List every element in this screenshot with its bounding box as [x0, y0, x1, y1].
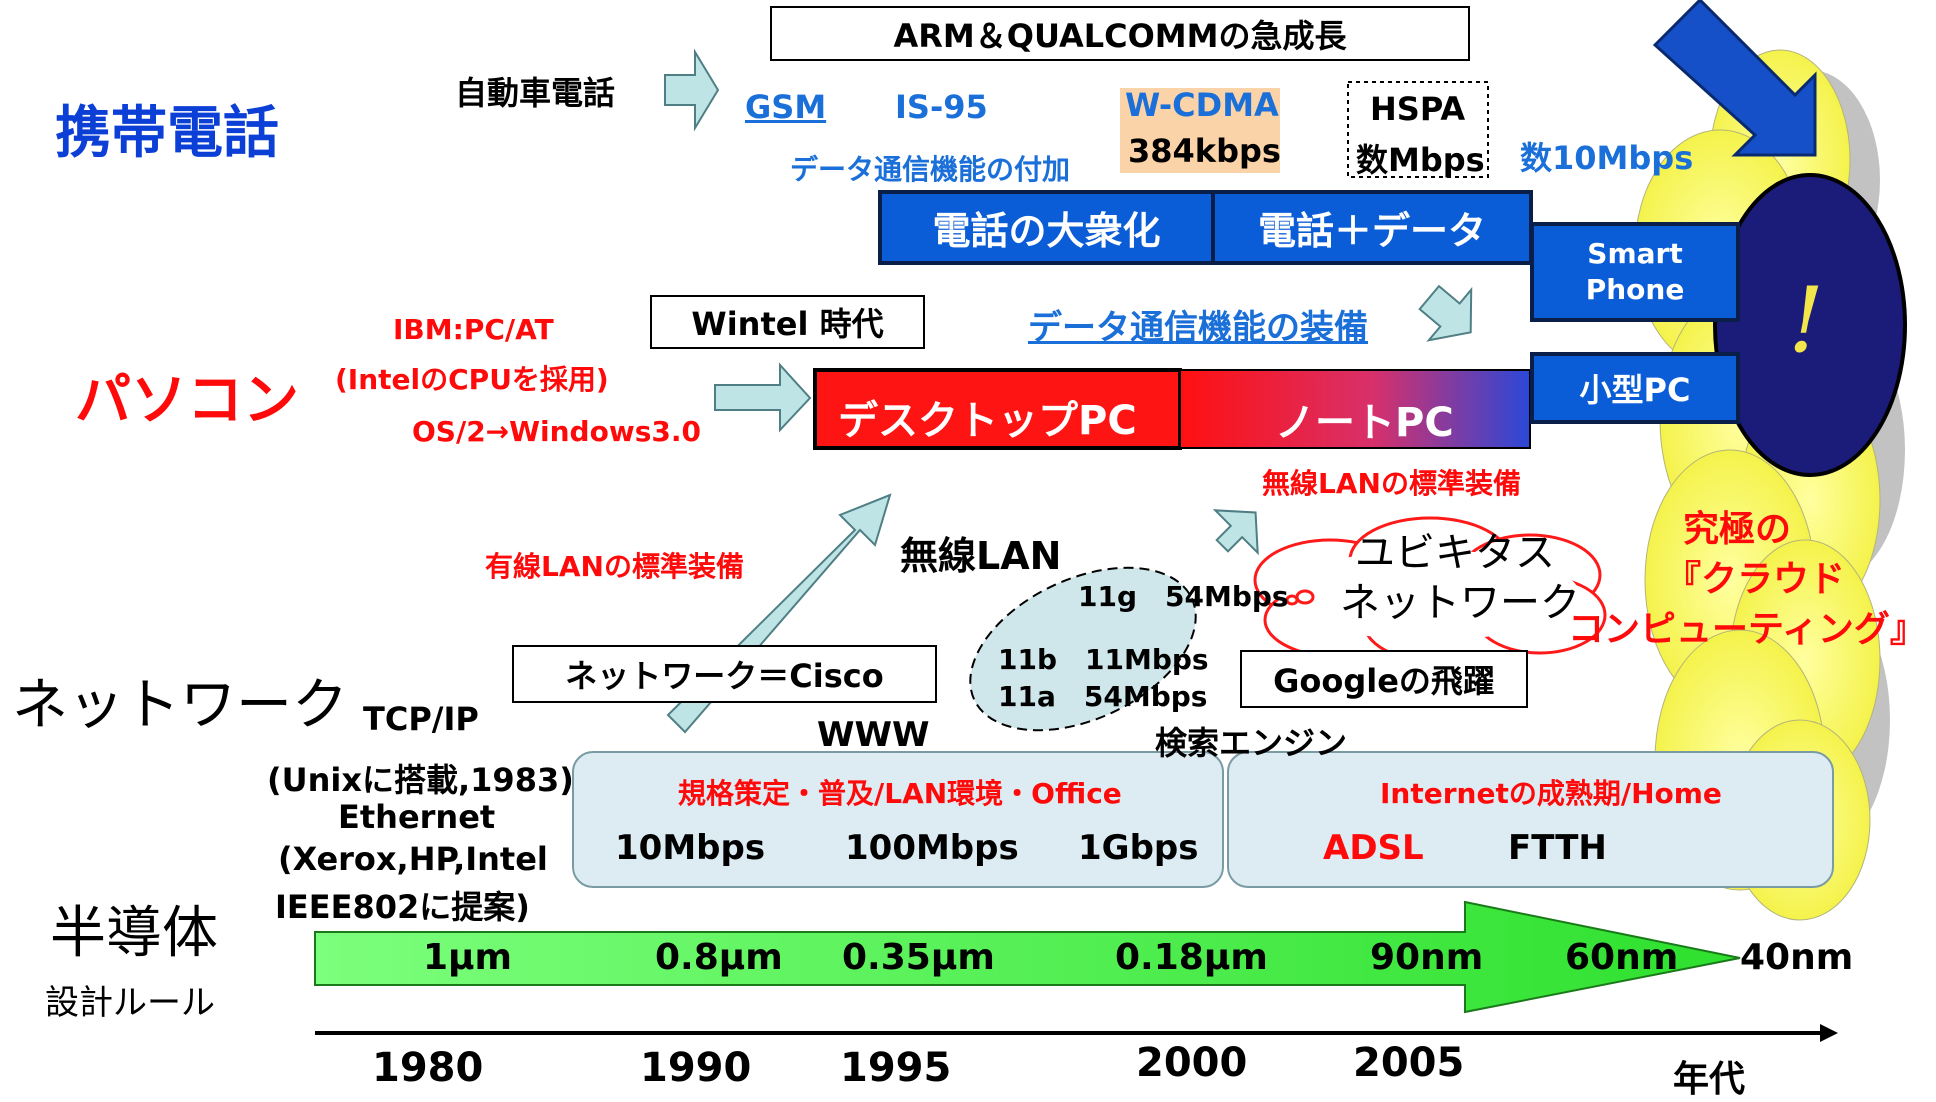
ubiquitous-label-2: ネットワーク: [1340, 580, 1580, 626]
row-label-design-rule: 設計ルール: [45, 983, 215, 1023]
year-1990: 1990: [640, 1045, 752, 1091]
smartphone-box: Smart Phone: [1530, 222, 1740, 322]
era-home-title: Internetの成熟期/Home: [1380, 777, 1722, 810]
era-home-ftth: FTTH: [1508, 828, 1607, 868]
era-home-adsl: ADSL: [1323, 828, 1424, 868]
year-2005: 2005: [1353, 1040, 1465, 1086]
wintel-label: Wintel 時代: [691, 305, 884, 343]
phone-data-bar: 電話＋データ: [1211, 190, 1533, 265]
era-box-office: [572, 751, 1224, 888]
hspa-label: HSPA: [1370, 90, 1466, 128]
rule-1um: 1μm: [423, 937, 513, 978]
rule-40nm: 40nm: [1740, 937, 1854, 978]
ibm-label: IBM:PC/AT: [393, 313, 554, 346]
small-pc-box: 小型PC: [1530, 352, 1740, 424]
wifi-11a-label: 11a 54Mbps: [998, 680, 1208, 713]
exclamation-mark: !: [1788, 268, 1825, 373]
rule-0.8um: 0.8μm: [655, 937, 783, 978]
era-office-speed-100: 100Mbps: [845, 828, 1019, 868]
cloud-label-3: コンピューティング』: [1568, 609, 1926, 650]
cloud-core-oval: [1713, 173, 1907, 477]
hspa-box: [1347, 81, 1489, 178]
year-1980: 1980: [372, 1045, 484, 1091]
rule-60nm: 60nm: [1565, 937, 1679, 978]
arrow-wireless-to-note: [1212, 509, 1259, 556]
car-phone-label: 自動車電話: [455, 74, 616, 112]
search-engine-label: 検索エンジン: [1155, 724, 1348, 762]
ieee-label: IEEE802に提案): [275, 888, 530, 926]
small-pc-label: 小型PC: [1579, 371, 1691, 409]
rule-90nm: 90nm: [1370, 937, 1484, 978]
wireless-lan-label: 無線LAN: [900, 534, 1062, 578]
row-label-mobile: 携帯電話: [55, 101, 279, 166]
arrow-os-to-desktop: [714, 362, 812, 433]
wintel-box: Wintel 時代: [650, 295, 925, 349]
era-box-home: [1227, 751, 1834, 888]
wcdma-label: W-CDMA: [1125, 86, 1279, 124]
xerox-label: (Xerox,HP,Intel: [278, 840, 548, 878]
google-box: Googleの飛躍: [1240, 650, 1528, 708]
note-pc-label: ノートPC: [1275, 400, 1454, 446]
incoming-arrow: [1652, 0, 1817, 157]
intel-cpu-label: (IntelのCPUを採用): [335, 363, 609, 396]
phone-data-label: 電話＋データ: [1257, 209, 1486, 253]
desktop-pc-label: デスクトップPC: [838, 398, 1137, 444]
cisco-label: ネットワーク＝Cisco: [565, 657, 884, 695]
hspa-speed-label: 数Mbps: [1356, 141, 1485, 179]
smartphone-label-2: Phone: [1585, 273, 1685, 306]
speed-10mbps-label: 数10Mbps: [1520, 139, 1694, 177]
year-2000: 2000: [1136, 1040, 1248, 1086]
rule-0.35um: 0.35μm: [842, 937, 995, 978]
google-label: Googleの飛躍: [1273, 662, 1495, 700]
smartphone-label-1: Smart: [1587, 237, 1683, 270]
arm-qualcomm-label: ARM＆QUALCOMMの急成長: [893, 16, 1347, 55]
unix-label: (Unixに搭載,1983): [267, 761, 574, 799]
year-1995: 1995: [840, 1045, 952, 1091]
wcdma-box: [1120, 88, 1280, 173]
row-label-network: ネットワーク: [12, 673, 348, 738]
cisco-box: ネットワーク＝Cisco: [512, 645, 937, 703]
wired-lan-label: 有線LANの標準装備: [485, 550, 744, 583]
ubiquitous-cloud: [1253, 516, 1607, 667]
www-label: WWW: [817, 715, 930, 755]
cloud-label-2: 『クラウド: [1665, 559, 1846, 600]
year-unit-label: 年代: [1673, 1059, 1746, 1100]
semiconductor-arrow: [314, 900, 1741, 1014]
wireless-lan-ellipse: [969, 566, 1197, 732]
cloud-label-1: 究極の: [1683, 509, 1792, 550]
note-pc-bar: [1179, 369, 1531, 449]
desktop-pc-bar: [813, 368, 1182, 450]
row-label-semiconductor: 半導体: [50, 901, 218, 966]
wifi-11g-label: 11g 54Mbps: [1078, 580, 1289, 613]
gsm-label: GSM: [745, 88, 827, 126]
era-office-speed-1g: 1Gbps: [1078, 828, 1199, 868]
data-equip-label: データ通信機能の装備: [1028, 308, 1368, 348]
row-label-pc: パソコン: [75, 368, 299, 433]
data-add-label: データ通信機能の付加: [790, 153, 1071, 186]
wifi-11b-label: 11b 11Mbps: [998, 643, 1209, 676]
ubiquitous-label-1: ユビキタス: [1355, 530, 1555, 576]
is95-label: IS-95: [895, 88, 988, 126]
os-label: OS/2→Windows3.0: [412, 415, 701, 448]
mass-phone-bar: 電話の大衆化: [878, 190, 1215, 265]
arrow-car-phone: [664, 48, 720, 132]
wcdma-speed-label: 384kbps: [1128, 132, 1281, 170]
year-axis-arrowhead: [1820, 1024, 1838, 1042]
era-office-speed-10: 10Mbps: [615, 828, 766, 868]
mass-phone-label: 電話の大衆化: [932, 209, 1161, 253]
arrow-data-equip: [1418, 284, 1473, 342]
tcpip-label: TCP/IP: [363, 700, 479, 738]
ethernet-label: Ethernet: [338, 798, 496, 836]
wlan-std-label: 無線LANの標準装備: [1262, 467, 1521, 500]
rule-0.18um: 0.18μm: [1115, 937, 1268, 978]
era-office-title: 規格策定・普及/LAN環境・Office: [678, 777, 1122, 810]
arm-qualcomm-box: ARM＆QUALCOMMの急成長: [770, 6, 1470, 61]
